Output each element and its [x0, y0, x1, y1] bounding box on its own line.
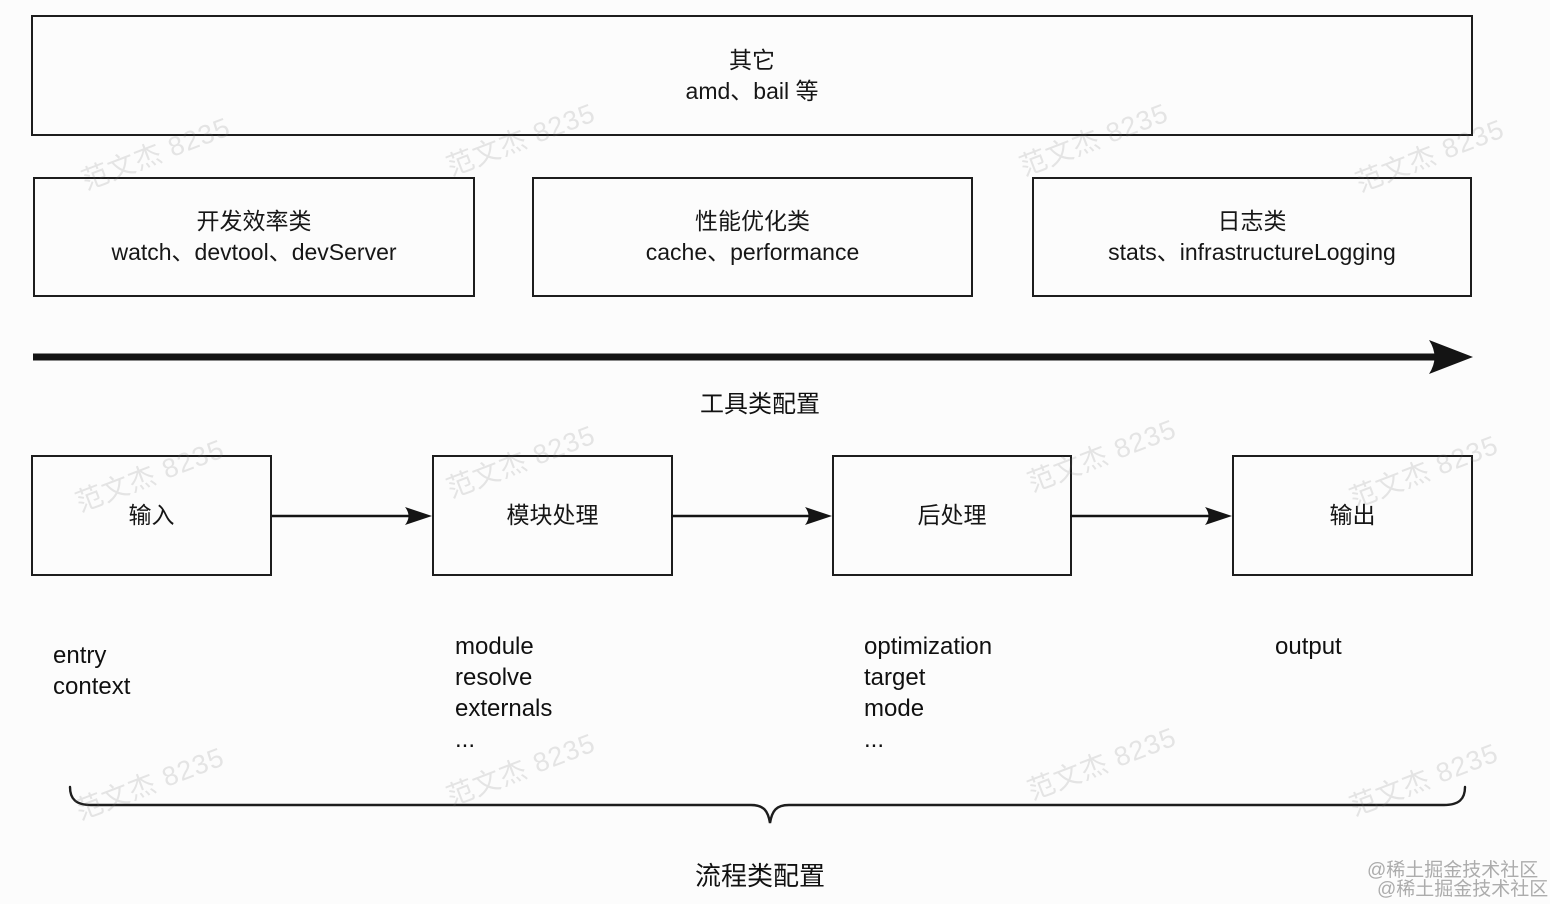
flow-config-brace-icon: [68, 785, 1467, 824]
flow-box-module-processing: 模块处理: [432, 455, 673, 576]
options-list-post-processing: optimization target mode ...: [864, 631, 992, 755]
flow-box-label: 输入: [128, 502, 175, 528]
config-option: module: [455, 633, 534, 660]
category-title: 日志类: [1217, 208, 1287, 234]
config-option: ...: [455, 726, 476, 753]
category-box-dev-efficiency: 开发效率类 watch、devtool、devServer: [33, 177, 475, 297]
flow-box-input: 输入: [31, 455, 272, 576]
config-option: entry: [53, 642, 107, 669]
config-option: externals: [455, 695, 553, 722]
config-option: optimization: [864, 633, 993, 660]
category-options: watch、devtool、devServer: [111, 239, 397, 265]
category-options: cache、performance: [645, 239, 860, 265]
category-title: 性能优化类: [695, 208, 810, 234]
options-list-module: module resolve externals ...: [455, 631, 552, 755]
flow-box-label: 模块处理: [506, 502, 599, 528]
category-box-logging: 日志类 stats、infrastructureLogging: [1032, 177, 1472, 297]
config-option: resolve: [455, 664, 533, 691]
category-box-performance: 性能优化类 cache、performance: [532, 177, 973, 297]
flow-box-label: 输出: [1329, 502, 1376, 528]
flow-box-output: 输出: [1232, 455, 1473, 576]
connector-arrow-icon: [671, 507, 832, 525]
flow-box-label: 后处理: [917, 502, 987, 528]
config-option: context: [53, 673, 131, 700]
config-option: mode: [864, 695, 925, 722]
connector-arrow-icon: [272, 507, 432, 525]
flow-config-label: 流程类配置: [694, 861, 825, 891]
tool-config-label: 工具类配置: [700, 391, 820, 418]
category-title: 开发效率类: [196, 208, 312, 234]
options-list-input: entry context: [53, 640, 130, 702]
other-config-box: 其它 amd、bail 等: [31, 15, 1473, 136]
config-option: target: [864, 664, 926, 691]
site-watermark: @稀土掘金技术社区: [1367, 860, 1539, 881]
config-option: ...: [864, 726, 885, 753]
category-options: stats、infrastructureLogging: [1108, 239, 1396, 265]
tool-config-arrow-icon: [33, 340, 1473, 374]
other-box-title: 其它: [729, 46, 775, 73]
connector-arrow-icon: [1070, 507, 1232, 525]
other-box-subtitle: amd、bail 等: [685, 77, 819, 104]
options-list-output: output: [1275, 631, 1342, 662]
config-option: output: [1275, 633, 1342, 660]
site-watermark: @稀土掘金技术社区: [1377, 879, 1549, 900]
flow-box-post-processing: 后处理: [832, 455, 1072, 576]
